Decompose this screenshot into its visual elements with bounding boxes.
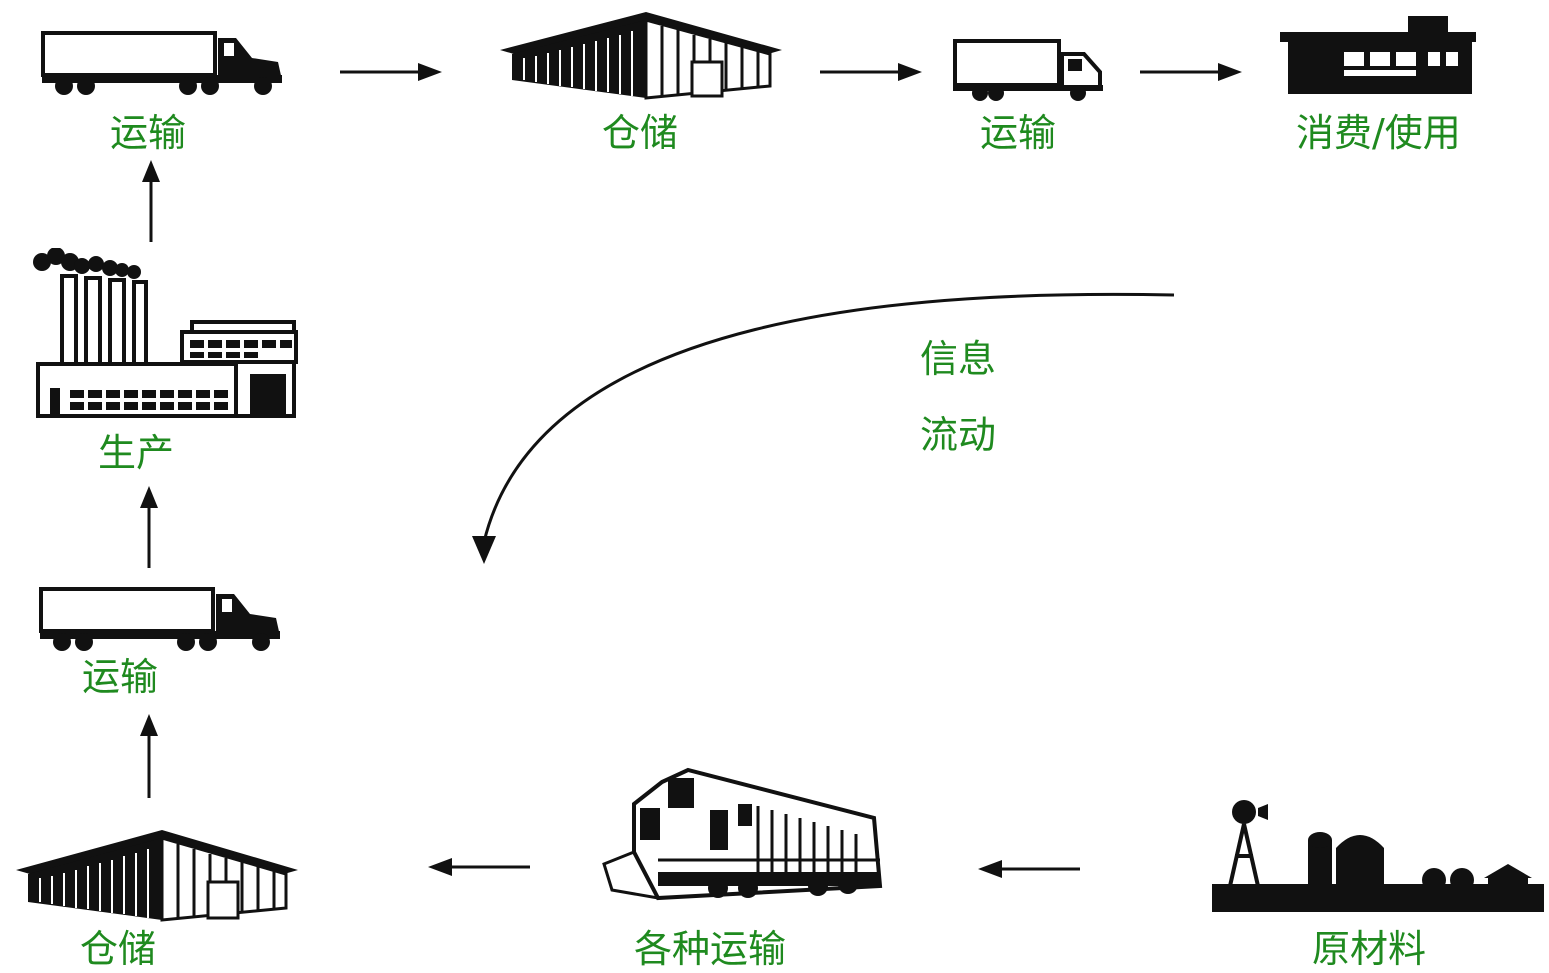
locomotive-icon — [602, 767, 883, 901]
factory-icon — [33, 248, 298, 418]
arrow-left-icon — [978, 860, 1080, 878]
arrow-right-icon — [820, 63, 922, 81]
warehouse-icon — [500, 12, 782, 100]
info-flow-label-line1: 信息 — [920, 337, 997, 381]
arrow-right-icon — [1140, 63, 1242, 81]
multimodal-transport-label: 各种运输 — [634, 927, 787, 971]
store-icon — [1280, 16, 1476, 94]
warehouse-label-bottom: 仓储 — [80, 927, 157, 971]
info-flow-curve-arrow — [472, 292, 1175, 564]
arrow-left-icon — [428, 858, 530, 876]
info-flow-label-line2: 流动 — [920, 413, 997, 457]
semi-truck-icon — [39, 587, 280, 651]
transport-label-mid-left: 运输 — [82, 655, 159, 699]
arrow-right-icon — [340, 63, 442, 81]
arrow-up-icon — [142, 160, 160, 242]
box-truck-icon — [953, 39, 1103, 101]
production-label: 生产 — [98, 431, 175, 475]
semi-truck-icon — [41, 31, 282, 95]
arrow-up-icon — [140, 486, 158, 568]
arrow-up-icon — [140, 714, 158, 798]
warehouse-label-top: 仓储 — [602, 111, 679, 155]
transport-label-top-left: 运输 — [110, 111, 187, 155]
warehouse-icon — [16, 830, 298, 922]
transport-label-top-right: 运输 — [980, 111, 1057, 155]
consumption-label: 消费/使用 — [1296, 111, 1461, 155]
farm-icon — [1212, 800, 1544, 912]
raw-materials-label: 原材料 — [1312, 927, 1427, 971]
